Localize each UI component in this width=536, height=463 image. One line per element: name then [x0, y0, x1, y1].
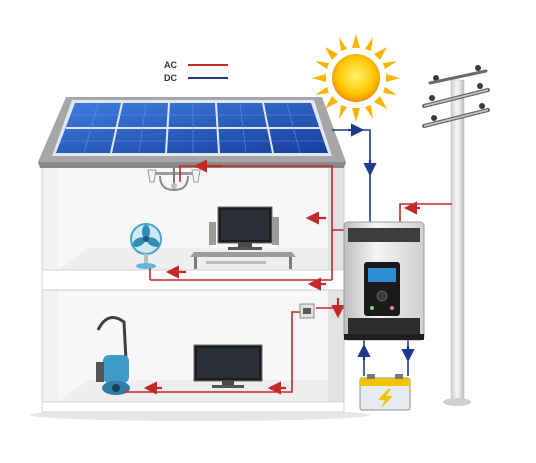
vacuum-cleaner-icon	[96, 316, 130, 395]
monitor-icon	[193, 344, 263, 388]
house	[41, 157, 345, 413]
dc-arrows	[348, 123, 415, 363]
wall-socket-icon	[299, 303, 315, 319]
fan-icon	[130, 223, 162, 269]
ceiling-lamp-icon	[147, 168, 201, 192]
solar-panel-icon	[52, 100, 332, 156]
tv-table	[190, 252, 296, 269]
utility-pole-icon	[422, 65, 490, 406]
legend-ac-label: AC	[164, 60, 177, 70]
sun-icon	[312, 34, 400, 122]
tv-icon	[209, 206, 279, 250]
legend-dc-label: DC	[164, 73, 177, 83]
battery-icon	[359, 374, 411, 411]
ac-wiring	[124, 165, 452, 393]
ac-arrows	[143, 159, 420, 395]
inverter-icon	[343, 221, 425, 341]
